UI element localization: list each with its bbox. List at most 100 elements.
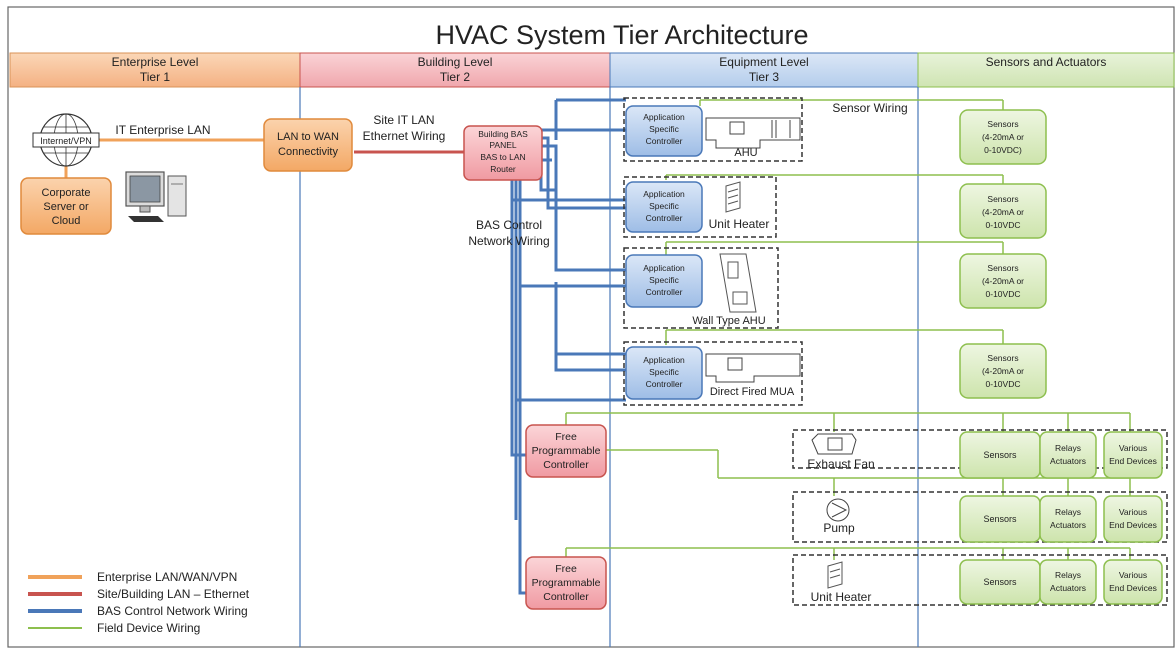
svg-text:BAS to LAN: BAS to LAN xyxy=(480,152,525,162)
svg-text:Controller: Controller xyxy=(543,459,589,471)
asc-box-4: Application Specific Controller xyxy=(625,346,703,400)
svg-text:Specific: Specific xyxy=(649,367,680,377)
svg-text:Relays: Relays xyxy=(1055,443,1081,453)
tier1-name: Enterprise Level xyxy=(112,55,199,69)
tier3-header xyxy=(609,52,919,88)
legend-label-enterprise: Enterprise LAN/WAN/VPN xyxy=(97,570,237,584)
pump-label: Pump xyxy=(823,521,855,535)
svg-text:End Devices: End Devices xyxy=(1109,520,1157,530)
tier4-header xyxy=(917,52,1175,88)
svg-text:Various: Various xyxy=(1119,570,1147,580)
bas-network-wiring xyxy=(510,98,626,595)
sensor-box-2: Sensors (4-20mA or 0-10VDC xyxy=(959,183,1047,239)
asc-box-2: Application Specific Controller xyxy=(625,181,703,233)
mua-group xyxy=(623,341,803,406)
row3-various: Various End Devices xyxy=(1103,559,1163,605)
unit-heater-icon-2 xyxy=(827,561,843,589)
svg-text:Sensors: Sensors xyxy=(983,450,1017,460)
ahu-label: AHU xyxy=(734,147,757,159)
computer-icon xyxy=(125,171,187,222)
svg-text:Application: Application xyxy=(643,189,685,199)
svg-text:Controller: Controller xyxy=(543,591,589,603)
svg-text:Controller: Controller xyxy=(646,136,683,146)
svg-text:Application: Application xyxy=(643,112,685,122)
ahu-icon xyxy=(705,117,801,149)
svg-text:0-10VDC): 0-10VDC) xyxy=(984,145,1022,155)
svg-text:Connectivity: Connectivity xyxy=(278,146,338,158)
svg-text:End Devices: End Devices xyxy=(1109,583,1157,593)
asc-box-1: Application Specific Controller xyxy=(625,105,703,157)
lan-to-wan-box: LAN to WAN Connectivity xyxy=(263,118,353,172)
tier2-name: Building Level xyxy=(418,55,493,69)
globe-icon xyxy=(32,113,100,167)
svg-text:Corporate: Corporate xyxy=(42,187,91,199)
svg-text:Various: Various xyxy=(1119,507,1147,517)
svg-text:Relays: Relays xyxy=(1055,507,1081,517)
mua-label: Direct Fired MUA xyxy=(710,386,795,398)
svg-text:Server or: Server or xyxy=(43,201,89,213)
legend-label-site: Site/Building LAN – Ethernet xyxy=(97,587,250,601)
exhaust-fan-label: Exhaust Fan xyxy=(807,457,874,471)
svg-text:Various: Various xyxy=(1119,443,1147,453)
asc-box-3: Application Specific Controller xyxy=(625,254,703,308)
sensor-wiring-label: Sensor Wiring xyxy=(832,101,907,115)
tier3-name: Equipment Level xyxy=(719,55,808,69)
svg-text:Cloud: Cloud xyxy=(52,215,81,227)
pump-icon xyxy=(826,498,850,522)
svg-text:Controller: Controller xyxy=(646,287,683,297)
field-wiring xyxy=(565,99,1131,560)
svg-text:(4-20mA or: (4-20mA or xyxy=(982,276,1024,286)
svg-text:Application: Application xyxy=(643,263,685,273)
unit-heater-label: Unit Heater xyxy=(709,217,770,231)
svg-text:Controller: Controller xyxy=(646,213,683,223)
legend-label-bas: BAS Control Network Wiring xyxy=(97,604,248,618)
svg-text:Sensors: Sensors xyxy=(983,514,1017,524)
svg-text:Application: Application xyxy=(643,355,685,365)
wall-ahu-label: Wall Type AHU xyxy=(692,315,765,327)
unit-heater-group xyxy=(623,176,777,238)
page-title: HVAC System Tier Architecture xyxy=(435,20,808,50)
svg-text:Router: Router xyxy=(490,164,516,174)
svg-text:0-10VDC: 0-10VDC xyxy=(986,379,1021,389)
svg-text:Specific: Specific xyxy=(649,201,680,211)
svg-text:Sensors: Sensors xyxy=(983,577,1017,587)
sensor-box-1: Sensors (4-20mA or 0-10VDC) xyxy=(959,109,1047,165)
row2-various: Various End Devices xyxy=(1103,495,1163,543)
tier3-sub: Tier 3 xyxy=(749,70,780,84)
svg-text:Programmable: Programmable xyxy=(532,445,601,457)
unit-heater-row xyxy=(792,554,1168,606)
exhaust-fan-icon xyxy=(811,433,857,455)
row2-sensors: Sensors xyxy=(959,495,1041,543)
tier4-name: Sensors and Actuators xyxy=(986,55,1107,69)
tier1-sub: Tier 1 xyxy=(140,70,171,84)
svg-text:Controller: Controller xyxy=(646,379,683,389)
svg-text:Actuators: Actuators xyxy=(1050,456,1086,466)
internet-label: Internet/VPN xyxy=(40,136,92,146)
svg-text:Sensors: Sensors xyxy=(987,119,1018,129)
bas-wiring-label-1: BAS Control xyxy=(476,218,542,232)
row1-relays: Relays Actuators xyxy=(1039,431,1097,479)
svg-text:Programmable: Programmable xyxy=(532,577,601,589)
svg-text:(4-20mA or: (4-20mA or xyxy=(982,132,1024,142)
outer-frame xyxy=(7,6,1175,648)
legend: Enterprise LAN/WAN/VPN Site/Building LAN… xyxy=(28,570,250,635)
svg-text:End Devices: End Devices xyxy=(1109,456,1157,466)
corporate-server-box: Corporate Server or Cloud xyxy=(20,177,112,235)
sensor-box-3: Sensors (4-20mA or 0-10VDC xyxy=(959,253,1047,309)
sensor-box-4: Sensors (4-20mA or 0-10VDC xyxy=(959,343,1047,399)
exhaust-fan-row xyxy=(792,429,1168,469)
row1-various: Various End Devices xyxy=(1103,431,1163,479)
svg-text:Free: Free xyxy=(555,563,577,575)
bas-panel-box: Building BAS PANEL BAS to LAN Router xyxy=(463,125,543,181)
tier2-header xyxy=(299,52,611,88)
site-lan-label-1: Site IT LAN xyxy=(373,113,434,127)
svg-text:Relays: Relays xyxy=(1055,570,1081,580)
fpc-box-2: Free Programmable Controller xyxy=(525,556,607,610)
svg-text:Sensors: Sensors xyxy=(987,263,1018,273)
site-lan-label-2: Ethernet Wiring xyxy=(363,129,446,143)
svg-text:Specific: Specific xyxy=(649,124,680,134)
svg-text:(4-20mA or: (4-20mA or xyxy=(982,207,1024,217)
row3-sensors: Sensors xyxy=(959,559,1041,605)
svg-text:0-10VDC: 0-10VDC xyxy=(986,220,1021,230)
